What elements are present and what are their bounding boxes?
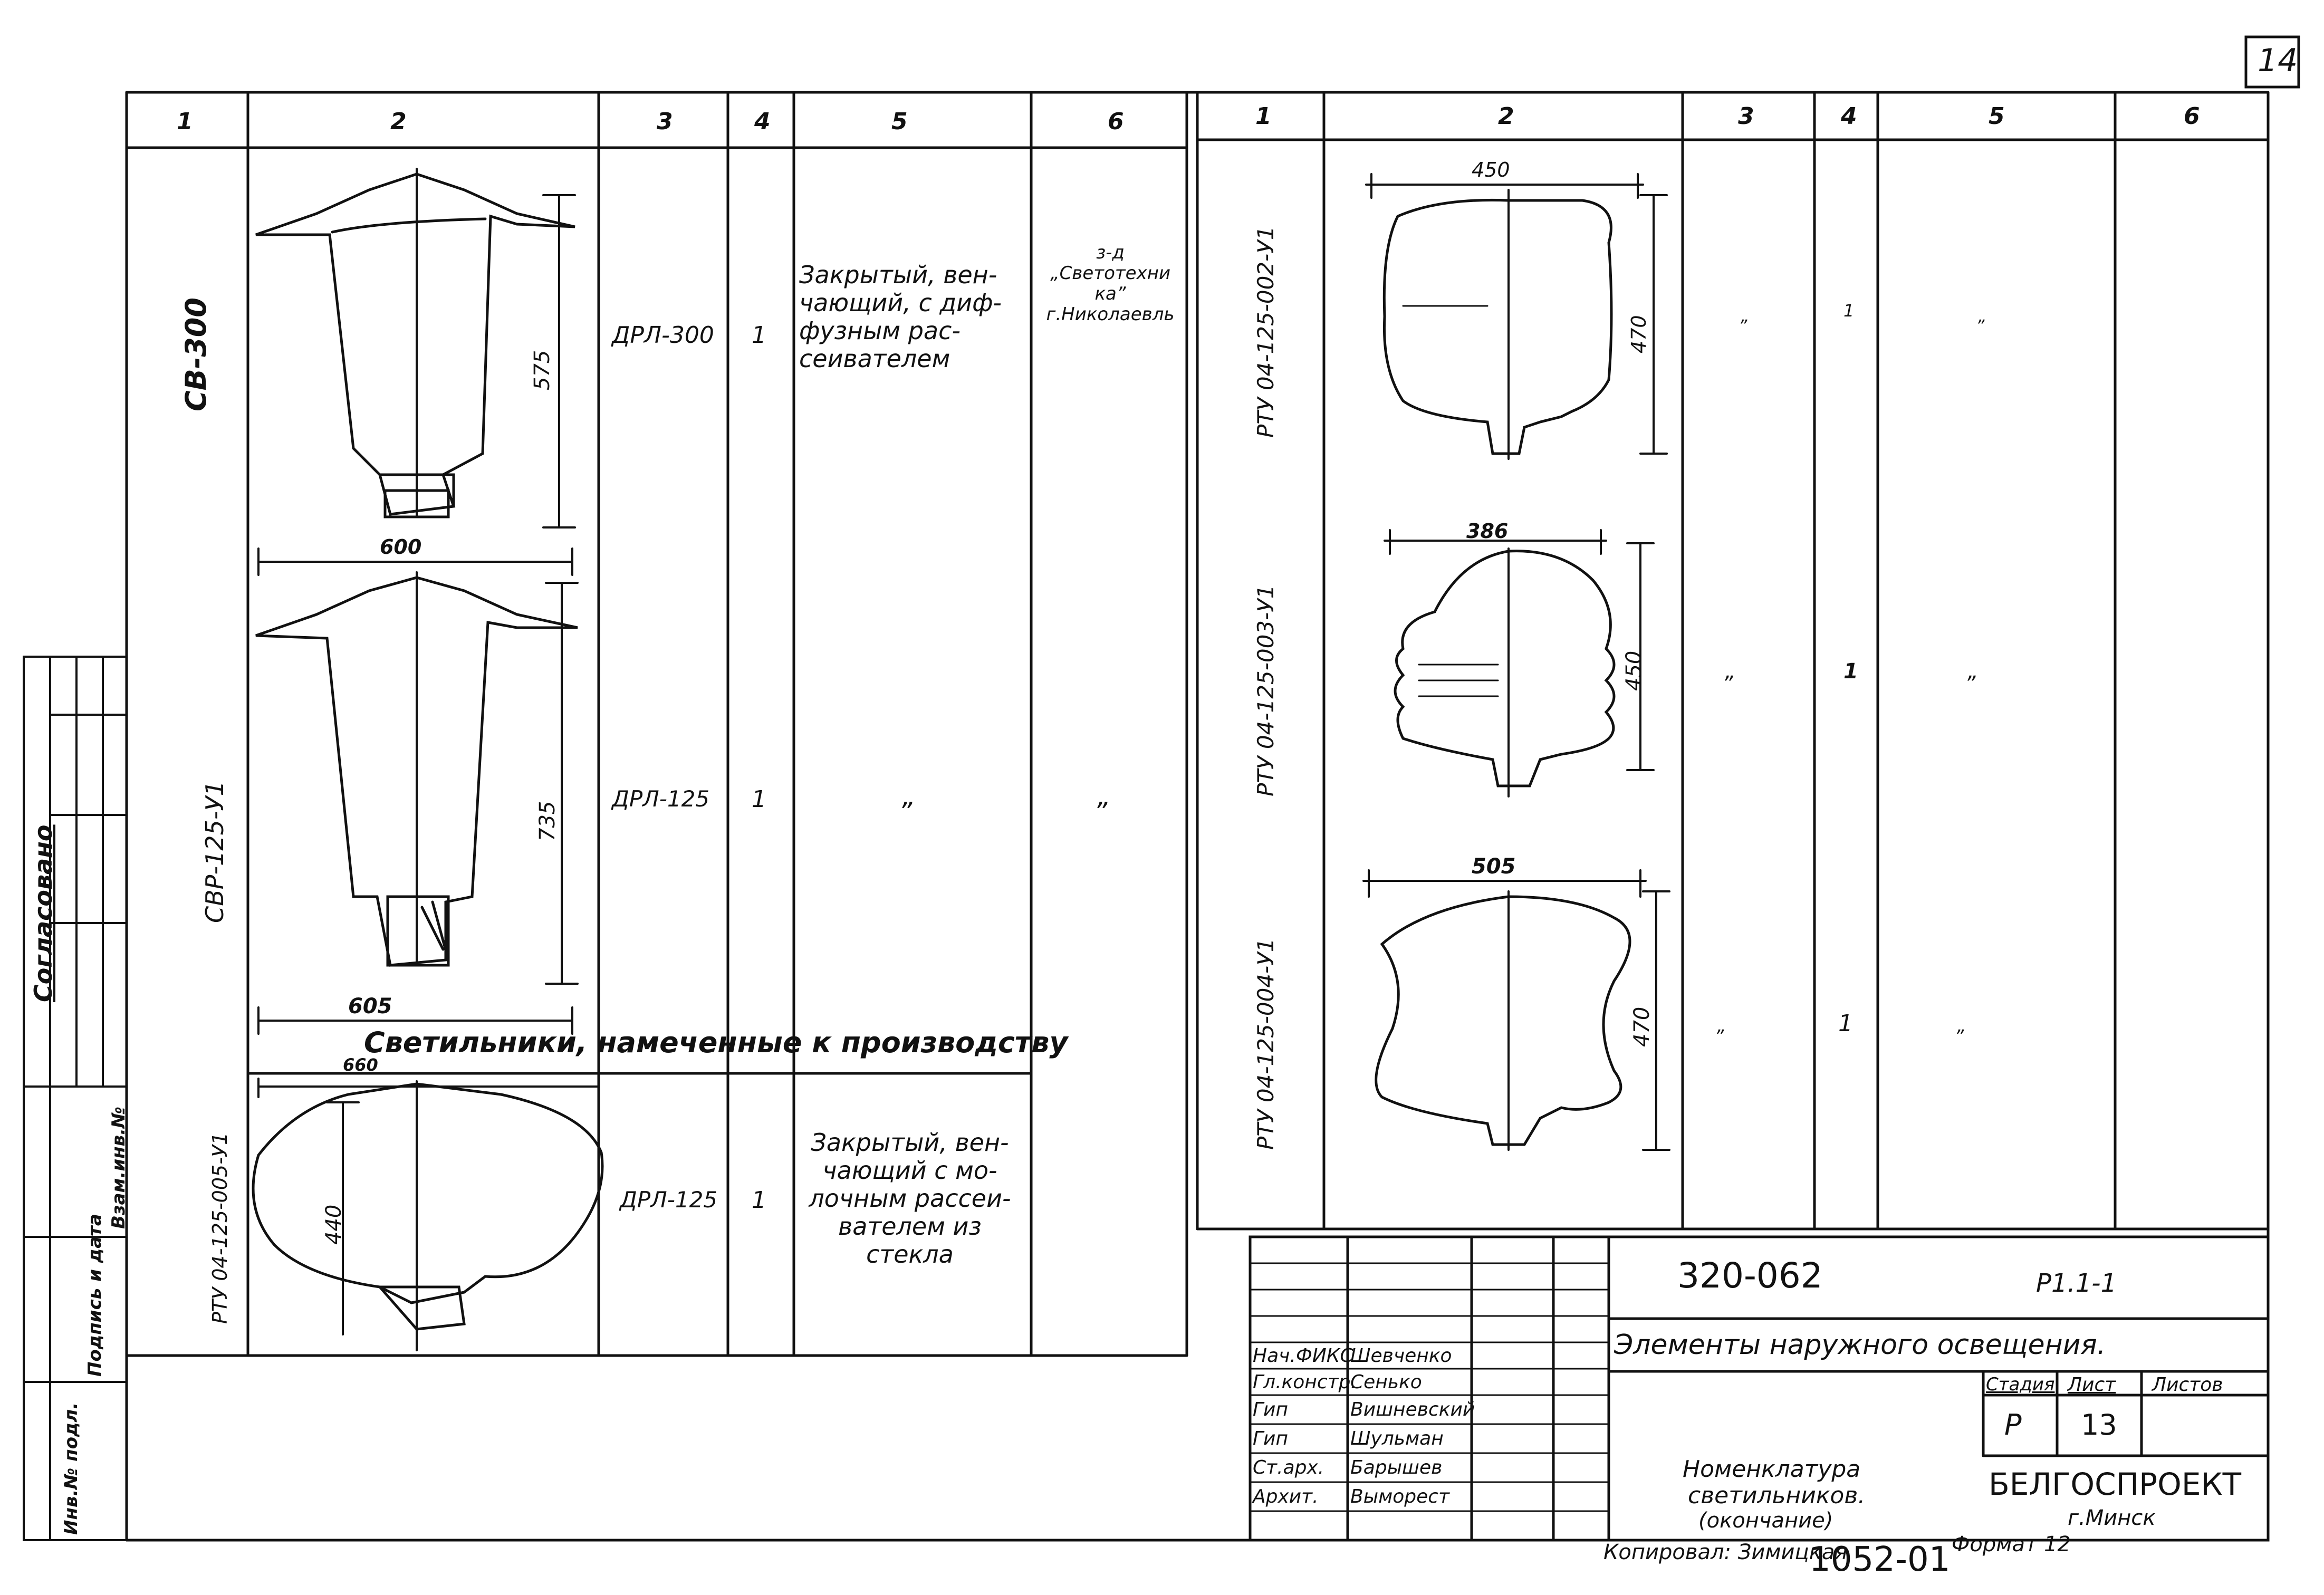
- side-stamp-grid: [23, 656, 128, 1541]
- sheet-value: 13: [2081, 1408, 2117, 1442]
- lamp-drawing-rtu005: [252, 1078, 604, 1351]
- org-name: БЕЛГОСПРОЕКТ: [1989, 1466, 2242, 1502]
- right-col3-row3: „: [1717, 1015, 1726, 1036]
- lamp-drawing-rtu003: [1384, 529, 1655, 798]
- lamp-drawing-rtu004: [1362, 869, 1670, 1151]
- stage-label: Стадия: [1986, 1374, 2055, 1395]
- side-inv-label: Инв.№ подл.: [61, 1402, 82, 1535]
- section-note: Светильники, намеченные к производству: [364, 1026, 1068, 1059]
- side-replace-label: Взам.инв.№: [108, 1107, 129, 1229]
- dim-height-row2: 735: [535, 801, 560, 841]
- staff-role-5: Ст.арх.: [1253, 1457, 1324, 1478]
- right-header-2: 2: [1498, 103, 1514, 130]
- right-table-grid: [1196, 91, 2270, 1241]
- staff-name-1: Шевченко: [1350, 1345, 1452, 1367]
- qty-row1: 1: [752, 322, 766, 349]
- lamp-name-rtu004: РТУ 04-125-004-У1: [1253, 938, 1279, 1150]
- right-header-3: 3: [1738, 103, 1754, 130]
- right-qty-row3: 1: [1838, 1010, 1853, 1037]
- sheet-label: Лист: [2068, 1374, 2116, 1396]
- staff-name-3: Вишневский: [1350, 1399, 1475, 1420]
- staff-name-4: Шульман: [1350, 1428, 1444, 1449]
- title-block-grid: [1249, 1235, 2270, 1542]
- left-header-4: 4: [754, 108, 771, 135]
- right-col3-row1: „: [1741, 306, 1750, 326]
- side-agreed: Согласовано: [29, 824, 57, 1002]
- dim-width-row3: 660: [343, 1055, 378, 1075]
- lamp-type-row3: ДРЛ-125: [620, 1187, 718, 1213]
- dim-width-row1: 600: [380, 535, 422, 559]
- dim-width-r1: 450: [1472, 158, 1510, 181]
- sheet-number: 14: [2258, 42, 2298, 79]
- desc-row3: Закрытый, вен- чающий с мо- лочным рассе…: [809, 1128, 1011, 1269]
- lamp-drawing-rtu002: [1365, 173, 1668, 460]
- right-col5-row2: „: [1967, 659, 1979, 684]
- desc-row1: Закрытый, вен- чающий, с диф- фузным рас…: [799, 261, 1002, 373]
- right-header-4: 4: [1841, 103, 1857, 130]
- copied-by: Копировал: Зимицкая: [1603, 1540, 1848, 1564]
- qty-row3: 1: [752, 1187, 766, 1214]
- lamp-name-rtu005: РТУ 04-125-005-У1: [208, 1132, 232, 1324]
- sheet-code: Р1.1-1: [2036, 1269, 2117, 1298]
- staff-name-5: Барышев: [1350, 1457, 1443, 1478]
- lamp-name-sv300: СВ-300: [179, 297, 213, 411]
- lamp-drawing-svr125: [255, 571, 579, 1035]
- staff-role-4: Гип: [1253, 1428, 1288, 1449]
- subtitle-line-3: (окончание): [1698, 1508, 1833, 1533]
- sheet-number-box: [2244, 35, 2300, 89]
- dim-height-row1: 575: [530, 350, 554, 390]
- qty-row2: 1: [752, 786, 766, 813]
- right-header-5: 5: [1989, 103, 2005, 130]
- right-qty-row2: 1: [1843, 659, 1858, 684]
- doc-code: 320-062: [1677, 1255, 1823, 1296]
- dim-height-row3: 440: [322, 1204, 346, 1245]
- lamp-drawing-sv300: [255, 168, 576, 576]
- subtitle-line-2: светильников.: [1688, 1482, 1866, 1509]
- lamp-type-row1: ДРЛ-300: [612, 322, 714, 349]
- dim-height-r2: 450: [1622, 650, 1646, 691]
- left-header-1: 1: [177, 108, 193, 135]
- desc-row2: „: [902, 781, 916, 811]
- right-header-6: 6: [2184, 103, 2200, 130]
- side-sign-date-label: Подпись и дата: [84, 1214, 105, 1377]
- right-qty-row1: 1: [1843, 301, 1855, 321]
- lamp-name-rtu002: РТУ 04-125-002-У1: [1253, 226, 1279, 438]
- staff-role-1: Нач.ФИКС: [1253, 1345, 1353, 1367]
- dim-width-row2: 605: [348, 994, 392, 1019]
- staff-role-6: Архит.: [1253, 1486, 1319, 1507]
- maker-row2: „: [1097, 781, 1111, 811]
- left-header-5: 5: [891, 108, 908, 135]
- dim-width-r3: 505: [1472, 854, 1516, 879]
- right-col3-row2: „: [1725, 659, 1736, 684]
- staff-role-3: Гип: [1253, 1399, 1288, 1420]
- sheets-label: Листов: [2152, 1374, 2223, 1396]
- staff-name-6: Выморест: [1350, 1486, 1450, 1507]
- stage-value: Р: [2004, 1408, 2022, 1442]
- subtitle-line-1: Номенклатура: [1683, 1456, 1861, 1483]
- lamp-type-row2: ДРЛ-125: [612, 786, 710, 812]
- left-header-2: 2: [390, 108, 407, 135]
- doc-number: 1052-01: [1809, 1540, 1951, 1579]
- left-header-3: 3: [657, 108, 673, 135]
- lamp-name-rtu003: РТУ 04-125-003-У1: [1253, 584, 1279, 796]
- staff-role-2: Гл.констр.: [1253, 1371, 1357, 1393]
- lamp-name-svr125: СВР-125-У1: [200, 781, 229, 923]
- maker-row1: з-д „Светотехни ка” г.Николаевль: [1046, 242, 1175, 325]
- left-header-6: 6: [1108, 108, 1124, 135]
- dim-height-r3: 470: [1630, 1006, 1654, 1047]
- staff-name-2: Сенько: [1350, 1371, 1422, 1393]
- right-header-1: 1: [1255, 103, 1272, 130]
- dim-height-r1: 470: [1627, 315, 1650, 353]
- right-col5-row1: „: [1978, 306, 1987, 326]
- right-col5-row3: „: [1957, 1015, 1966, 1036]
- dim-width-r2: 386: [1466, 520, 1509, 543]
- doc-title: Элементы наружного освещения.: [1614, 1329, 2106, 1361]
- format-label: Формат 12: [1952, 1532, 2071, 1556]
- org-city: г.Минск: [2068, 1506, 2156, 1530]
